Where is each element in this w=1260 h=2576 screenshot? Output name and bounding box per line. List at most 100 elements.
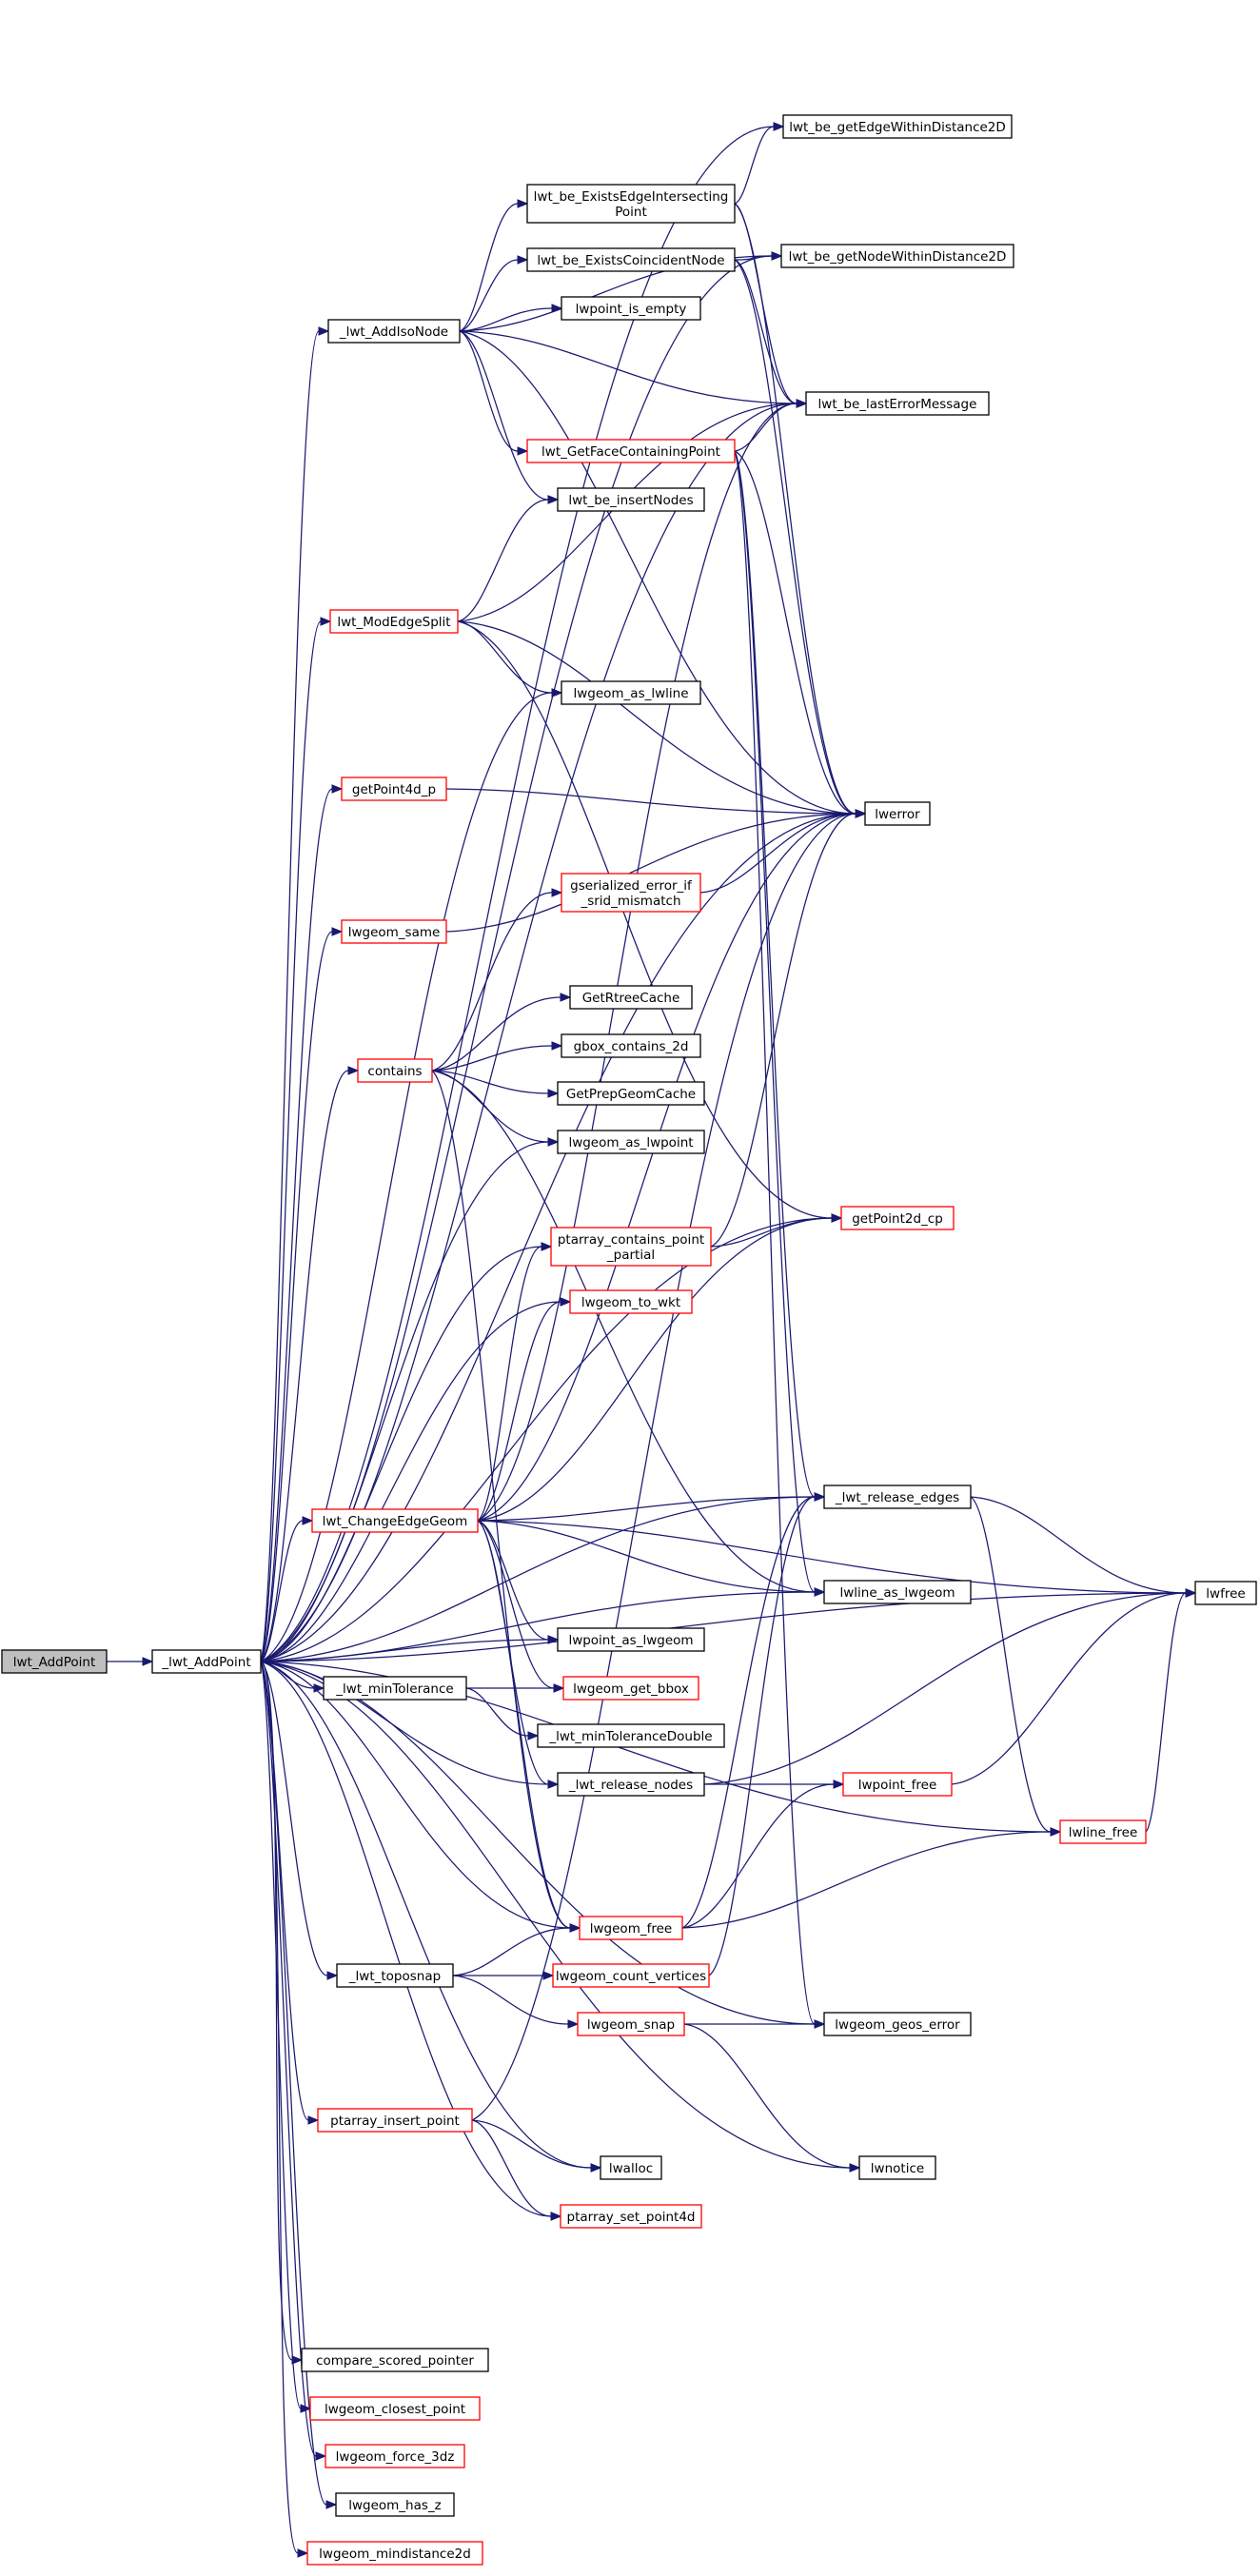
edge-arrowhead xyxy=(517,199,529,208)
node-label: lwt_be_getNodeWithinDistance2D xyxy=(789,249,1007,265)
edge-lwt-add-iso-node-to-lwt-get-face-containing-point xyxy=(459,330,529,456)
node-get-point2d-cp[interactable]: getPoint2d_cp xyxy=(840,1206,955,1230)
node-lwfree[interactable]: lwfree xyxy=(1194,1581,1257,1605)
node-box xyxy=(526,439,736,463)
node-get-point4d-p[interactable]: getPoint4d_p xyxy=(341,777,447,801)
node-box xyxy=(341,777,447,801)
node-lwgeom-force-3dz[interactable]: lwgeom_force_3dz xyxy=(325,2444,465,2468)
edge-contains-to-get-rtree-cache xyxy=(431,993,572,1072)
node-lwgeom-as-lwline[interactable]: lwgeom_as_lwline xyxy=(561,680,701,705)
node-get-prep-geom-cache[interactable]: GetPrepGeomCache xyxy=(557,1081,705,1106)
node-box xyxy=(309,2396,481,2421)
node-lwalloc[interactable]: lwalloc xyxy=(600,2155,662,2180)
node-lwpoint-free[interactable]: lwpoint_free xyxy=(842,1772,953,1797)
node-lwt-be-get-node-within-distance2-d[interactable]: lwt_be_getNodeWithinDistance2D xyxy=(780,244,1014,268)
edge-lwt-add-point-to-lwline-as-lwgeom xyxy=(260,1587,826,1662)
edge-arrowhead xyxy=(560,1297,572,1307)
edge-arrowhead xyxy=(547,495,560,504)
node-lwt-add-point[interactable]: lwt_AddPoint xyxy=(1,1649,108,1674)
edge-lwt-add-point-to-lwgeom-to-wkt xyxy=(260,1297,572,1662)
node-lwgeom-geos-error[interactable]: lwgeom_geos_error xyxy=(823,2012,972,2036)
node-box xyxy=(557,1130,705,1154)
node-lwt-add-iso-node[interactable]: _lwt_AddIsoNode xyxy=(327,319,461,344)
node-lwt-min-tolerance[interactable]: _lwt_minTolerance xyxy=(323,1676,467,1701)
node-gbox-contains-2d[interactable]: gbox_contains_2d xyxy=(561,1033,701,1058)
edge-lwt-add-point-to-lwt-be-last-error-message xyxy=(260,399,808,1662)
edge-arrowhead xyxy=(551,888,563,897)
node-lwgeom-as-lwpoint[interactable]: lwgeom_as_lwpoint xyxy=(557,1130,705,1154)
edge-contains-to-lwgeom-free xyxy=(431,1070,581,1933)
node-lwt-toposnap[interactable]: _lwt_toposnap xyxy=(336,1963,454,1988)
edge-lwt-add-point-to-lwt-be-get-node-within-distance2-d xyxy=(260,251,783,1662)
node-lwgeom-has-z[interactable]: lwgeom_has_z xyxy=(335,2492,455,2517)
edge-lwt-add-iso-node-to-lwt-be-exists-edge-intersecting-point xyxy=(459,199,529,332)
edge-line xyxy=(445,813,856,933)
edge-line xyxy=(471,2119,592,2169)
node-lwerror[interactable]: lwerror xyxy=(864,801,931,826)
node-lwnotice[interactable]: lwnotice xyxy=(858,2155,936,2180)
node-lwgeom-to-wkt[interactable]: lwgeom_to_wkt xyxy=(569,1289,693,1314)
edge-lwt-change-edge-geom-to-lwline-as-lwgeom xyxy=(477,1520,826,1597)
node-lwt-get-face-containing-point[interactable]: lwt_GetFaceContainingPoint xyxy=(526,439,736,463)
node-lwt-be-exists-coincident-node[interactable]: lwt_be_ExistsCoincidentNode xyxy=(526,247,736,272)
edge-lwt-toposnap-to-lwgeom-snap xyxy=(452,1975,580,2029)
node-lwgeom-snap[interactable]: lwgeom_snap xyxy=(577,2012,685,2036)
node-lwgeom-free[interactable]: lwgeom_free xyxy=(579,1916,683,1940)
edge-arrowhead xyxy=(517,255,529,265)
node-lwt-add-point[interactable]: _lwt_AddPoint xyxy=(151,1649,262,1674)
node-lwline-as-lwgeom[interactable]: lwline_as_lwgeom xyxy=(823,1580,972,1604)
node-lwt-be-insert-nodes[interactable]: lwt_be_insertNodes xyxy=(557,487,705,512)
node-compare-scored-pointer[interactable]: compare_scored_pointer xyxy=(301,2348,489,2372)
node-label: lwnotice xyxy=(871,2161,924,2176)
node-lwt-mod-edge-split[interactable]: lwt_ModEdgeSplit xyxy=(329,609,459,634)
edge-lwt-add-iso-node-to-lwt-be-exists-coincident-node xyxy=(459,255,529,332)
edge-line xyxy=(260,330,320,1662)
node-gserialized-error-if-srid-mismatch[interactable]: gserialized_error_if_srid_mismatch xyxy=(561,873,701,913)
node-contains[interactable]: contains xyxy=(357,1058,433,1083)
edge-line xyxy=(260,813,856,1662)
edge-line xyxy=(260,1070,349,1662)
node-lwt-change-edge-geom[interactable]: lwt_ChangeEdgeGeom xyxy=(311,1508,479,1533)
node-lwgeom-same[interactable]: lwgeom_same xyxy=(341,919,447,944)
node-lwpoint-is-empty[interactable]: lwpoint_is_empty xyxy=(561,296,701,321)
edge-line xyxy=(477,1246,542,1522)
node-box xyxy=(823,1580,972,1604)
node-lwt-be-get-edge-within-distance2-d[interactable]: lwt_be_getEdgeWithinDistance2D xyxy=(782,114,1013,139)
edge-lwpoint-free-to-lwfree xyxy=(951,1588,1197,1785)
node-lwt-be-last-error-message[interactable]: lwt_be_lastErrorMessage xyxy=(805,391,990,416)
node-lwt-release-nodes[interactable]: _lwt_release_nodes xyxy=(557,1772,705,1797)
node-box xyxy=(311,1508,479,1533)
edge-line xyxy=(260,1661,592,2169)
node-lwgeom-get-bbox[interactable]: lwgeom_get_bbox xyxy=(562,1676,699,1701)
node-box xyxy=(537,1723,725,1748)
edge-line xyxy=(260,1246,542,1662)
node-box xyxy=(1194,1581,1257,1605)
node-lwpoint-as-lwgeom[interactable]: lwpoint_as_lwgeom xyxy=(557,1627,705,1652)
node-box xyxy=(561,296,701,321)
edge-arrowhead xyxy=(551,688,563,698)
node-ptarray-set-point4d[interactable]: ptarray_set_point4d xyxy=(560,2204,702,2229)
edge-line xyxy=(1145,1592,1187,1833)
edge-lwt-release-edges-to-lwfree xyxy=(970,1496,1197,1598)
node-get-rtree-cache[interactable]: GetRtreeCache xyxy=(569,985,693,1010)
edge-arrowhead xyxy=(590,2163,602,2173)
edge-arrowhead xyxy=(1185,1588,1197,1598)
node-lwline-free[interactable]: lwline_free xyxy=(1059,1819,1147,1844)
node-lwt-min-tolerance-double[interactable]: _lwt_minToleranceDouble xyxy=(537,1723,725,1748)
node-label: lwt_ChangeEdgeGeom xyxy=(323,1514,468,1529)
node-lwgeom-mindistance2d[interactable]: lwgeom_mindistance2d xyxy=(306,2541,483,2566)
node-ptarray-insert-point[interactable]: ptarray_insert_point xyxy=(317,2108,473,2133)
edge-arrowhead xyxy=(320,617,332,626)
node-box xyxy=(823,1485,972,1509)
node-box xyxy=(842,1772,953,1797)
edge-line xyxy=(431,1045,553,1072)
node-ptarray-contains-point-partial[interactable]: ptarray_contains_point_partial xyxy=(550,1227,712,1267)
node-label: ptarray_set_point4d xyxy=(567,2210,696,2225)
edge-ptarray-insert-point-to-lwerror xyxy=(471,809,867,2121)
edge-lwt-change-edge-geom-to-get-point2d-cp xyxy=(477,1213,843,1522)
node-lwgeom-count-vertices[interactable]: lwgeom_count_vertices xyxy=(552,1963,710,1988)
node-lwt-release-edges[interactable]: _lwt_release_edges xyxy=(823,1485,972,1509)
edge-line xyxy=(260,1661,1052,1833)
node-lwgeom-closest-point[interactable]: lwgeom_closest_point xyxy=(309,2396,481,2421)
